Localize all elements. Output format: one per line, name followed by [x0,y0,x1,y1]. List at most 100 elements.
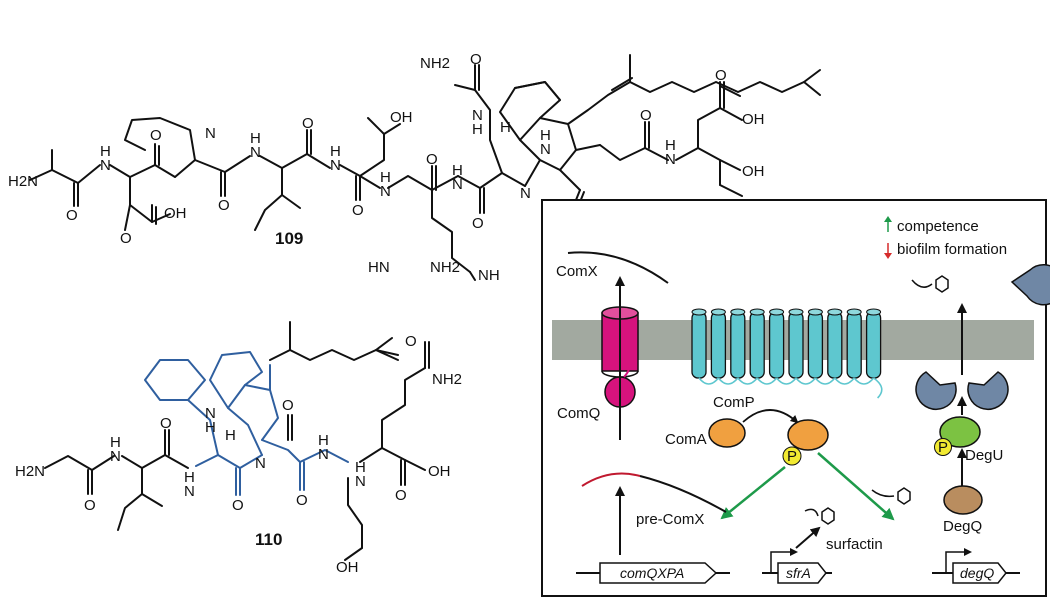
atom-label: N [110,448,121,465]
promoter-icon [770,548,798,573]
label-gene-degq: degQ [960,565,994,581]
atom-label: O [232,497,244,514]
atom-label: O [470,51,482,68]
atom-label: HN [368,259,390,276]
atom-label: H [225,427,236,444]
atom-label: O [405,333,417,350]
comp-helix [749,311,765,379]
comp-helix-cap [807,308,823,316]
comp-helix-cap [691,308,707,316]
atom-label: H [472,121,483,138]
comp-helix [807,311,824,379]
atom-label: H [205,419,216,436]
comp-helix-cap [730,308,746,316]
atom-label: N [540,141,551,158]
atom-label: H2N [8,173,38,190]
atom-label: O [472,215,484,232]
atom-label: N [380,183,391,200]
label-comx: ComX [556,263,598,280]
lipopeptide-icon [911,275,949,293]
label-p1: P [787,448,797,465]
compound-109-labels: H2N H N O O OH O N O H N O H N OH O H N … [8,51,765,284]
phosphate-badge [934,438,952,456]
atom-label: H2N [15,463,45,480]
atom-label: N [318,446,329,463]
legend-competence: competence [897,218,979,235]
atom-label: H [380,169,391,186]
atom-label: N [250,144,261,161]
atom-label: N [452,176,463,193]
label-precomx: pre-ComX [636,511,704,528]
atom-label: O [218,197,230,214]
label-comq: ComQ [557,405,600,422]
activate-degq-arrow [817,452,895,521]
atom-label: N [255,455,266,472]
atom-label: O [715,67,727,84]
label-comp: ComP [713,394,755,411]
protease-icon [967,371,1009,410]
atom-label: O [296,492,308,509]
compound-number: 109 [275,229,303,248]
atom-label: O [395,487,407,504]
comp-receptor [691,308,883,399]
surfactin-icon [871,487,911,505]
activate-sfra-arrow [720,466,786,520]
atom-label: OH [336,559,359,576]
comp-loop [853,377,875,385]
atom-label: H [110,434,121,451]
promoter-icon [945,548,972,573]
comp-loop [756,377,778,385]
comp-helix [846,311,862,379]
comp-helix [788,311,804,379]
atom-label: H [540,127,551,144]
atom-label: O [426,151,438,168]
label-gene-comqxpa: comQXPA [620,565,684,581]
phosphate-badge [782,446,802,466]
atom-label: N [205,405,216,422]
atom-label: O [302,115,314,132]
precomx-peptide [639,475,727,513]
protease-icon [915,371,957,410]
label-gene-sfra: sfrA [786,565,811,581]
down-arrow-icon-head [884,253,892,259]
atom-label: H [318,432,329,449]
coma-protein [708,418,746,448]
label-degu: DegU [965,447,1003,464]
degu-protein [939,416,981,448]
atom-label: OH [742,111,765,128]
atom-label: OH [390,109,413,126]
atom-label: OH [164,205,187,222]
comp-loop [795,377,817,385]
comp-helix-cap [710,308,726,316]
comp-helix [827,311,843,379]
compound-number: 110 [255,530,282,549]
comp-loop [834,377,855,385]
label-degq: DegQ [943,518,982,535]
atom-label: H [184,469,195,486]
gene-comqxpa [599,562,718,584]
atom-label: O [352,202,364,219]
atom-label: H [330,143,341,160]
surfactin-production-arrow [795,526,821,549]
atom-label: O [84,497,96,514]
comp-loop [775,377,797,385]
atom-label: N [100,157,111,174]
atom-label: H [355,459,366,476]
atom-label: H [500,119,511,136]
atom-label: NH2 [430,259,460,276]
comp-helix [768,311,785,379]
atom-label: N [355,473,366,490]
gene-degq [952,562,1007,584]
atom-label: O [150,127,162,144]
comp-helix [691,311,707,379]
atom-label: H [100,143,111,160]
atom-label: N [205,125,216,142]
comx-peptide [567,251,669,284]
atom-label: N [472,107,483,124]
pathway-panel: competence biofilm formation ComX ComQ C… [541,199,1050,597]
comp-helix [730,311,746,379]
atom-label: NH [478,267,500,284]
degq-protein [943,485,983,515]
comp-helix [865,311,882,379]
atom-label: O [282,397,294,414]
